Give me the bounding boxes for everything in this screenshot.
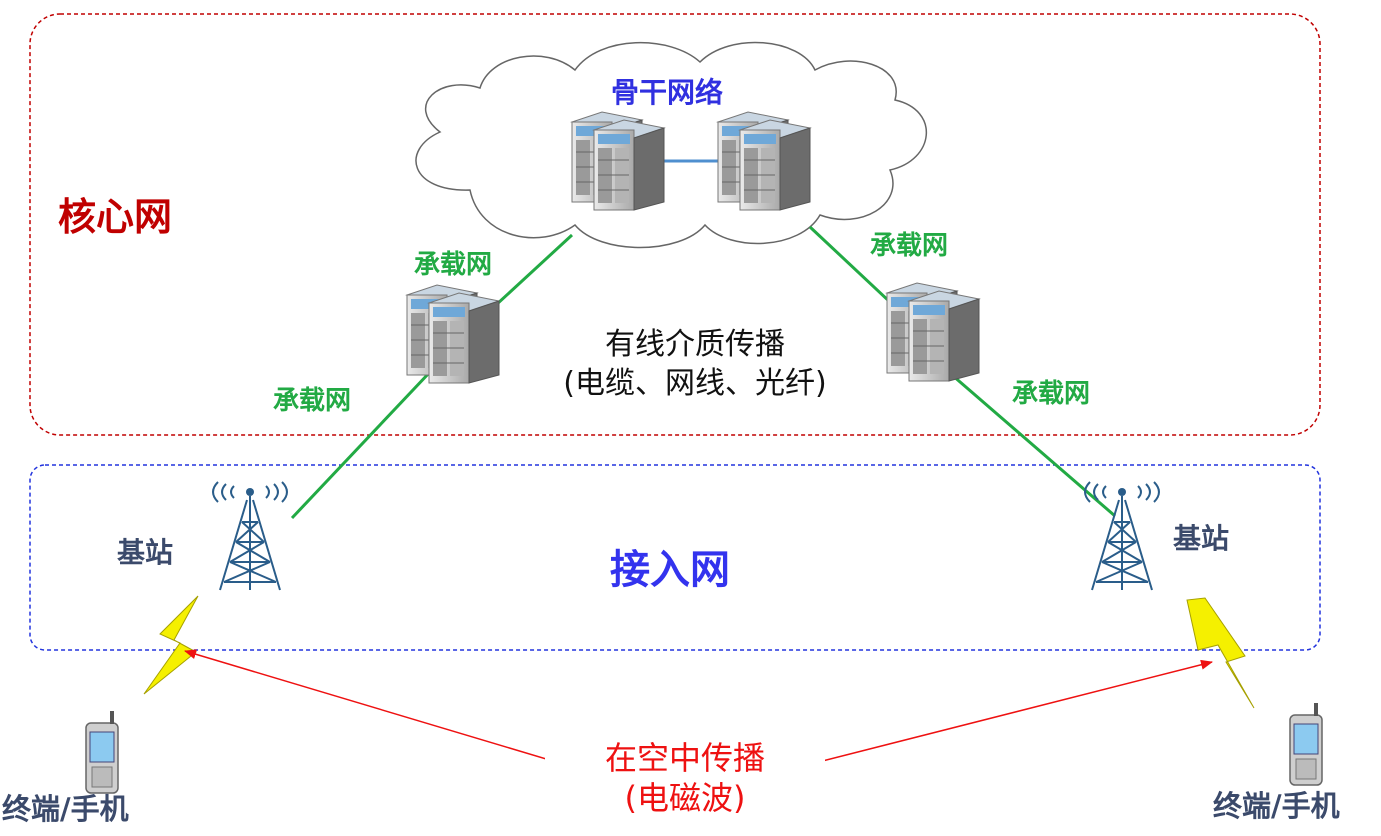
terminal-label: 终端/手机 xyxy=(2,792,129,826)
lightning-icon xyxy=(143,595,199,695)
carrier-link xyxy=(951,373,1116,518)
server-icon xyxy=(718,112,810,210)
carrier-label: 承载网 xyxy=(273,386,352,416)
phone-icon xyxy=(1289,702,1323,786)
server-icon xyxy=(887,283,979,381)
core-network-boundary xyxy=(29,13,1321,436)
air-arrow xyxy=(184,649,584,771)
carrier-label: 承载网 xyxy=(414,250,493,280)
wired-medium-line1: 有线介质传播 xyxy=(605,327,785,362)
terminal-label: 终端/手机 xyxy=(1213,789,1340,823)
lightning-icon xyxy=(1186,597,1255,709)
air-arrow xyxy=(786,659,1213,771)
tower-icon xyxy=(212,481,288,591)
carrier-label: 承载网 xyxy=(1012,379,1091,409)
wired-medium-label: 有线介质传播 (电缆、网线、光纤) xyxy=(505,325,885,403)
core-network-label: 核心网 xyxy=(58,195,173,239)
tower-icon xyxy=(1084,481,1160,591)
server-icon xyxy=(572,112,664,210)
access-network-boundary xyxy=(29,464,1321,651)
backbone-label: 骨干网络 xyxy=(611,76,724,109)
air-medium-line2: (电磁波) xyxy=(624,779,746,817)
carrier-link xyxy=(808,225,892,304)
cloud-icon xyxy=(415,41,927,249)
air-medium-label: 在空中传播 (电磁波) xyxy=(545,738,825,818)
air-medium-line1: 在空中传播 xyxy=(604,739,765,777)
carrier-label: 承载网 xyxy=(870,231,949,261)
server-icon xyxy=(407,285,499,383)
carrier-link xyxy=(290,370,432,520)
base-station-label: 基站 xyxy=(117,536,174,569)
access-network-label: 接入网 xyxy=(610,547,730,593)
base-station-label: 基站 xyxy=(1173,522,1230,555)
phone-icon xyxy=(85,710,119,794)
wired-medium-line2: (电缆、网线、光纤) xyxy=(563,366,827,401)
